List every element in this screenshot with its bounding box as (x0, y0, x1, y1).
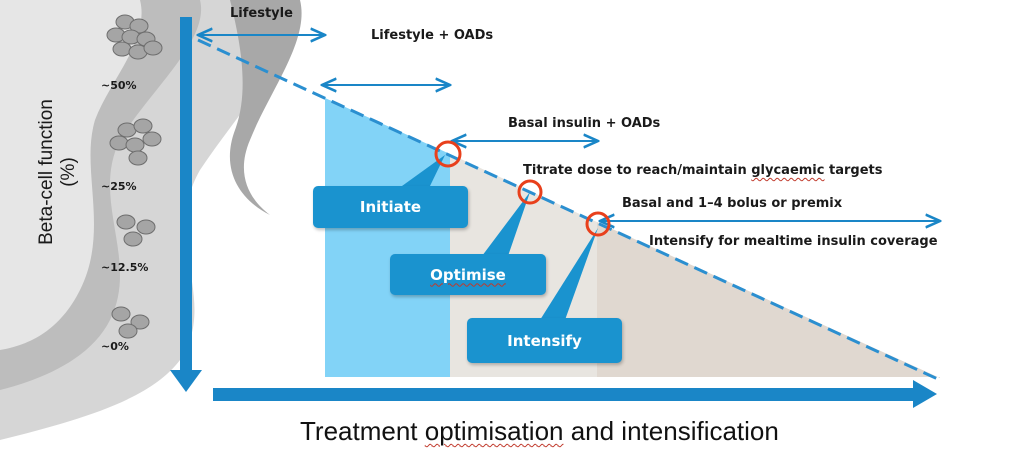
y-axis-label: Beta-cell function (%) (36, 99, 79, 245)
initiate-region (325, 98, 450, 377)
titrate-label: Titrate dose to reach/maintain glycaemic… (523, 163, 883, 178)
basal-oads-label: Basal insulin + OADs (508, 116, 661, 131)
optimise-marker (517, 179, 543, 205)
mealtime-label: Intensify for mealtime insulin coverage (649, 234, 938, 249)
background-swoosh (0, 0, 302, 440)
optimise-callout-text: Optimise (430, 265, 506, 284)
lifestyle-label: Lifestyle (230, 6, 293, 21)
x-axis-label: Treatment optimisation and intensificati… (300, 416, 779, 446)
beta-level-0: ~0% (101, 340, 129, 353)
initiate-callout: Initiate (313, 186, 468, 228)
intensify-pointer (540, 228, 598, 320)
optimise-callout: Optimise (390, 254, 546, 295)
beta-cell-cluster-25 (109, 118, 162, 166)
beta-cell-cluster-50 (106, 14, 163, 60)
intensify-callout: Intensify (467, 318, 622, 363)
beta-cell-cluster-12 (116, 214, 156, 247)
initiate-pointer (402, 155, 445, 186)
beta-level-25: ~25% (101, 180, 137, 193)
beta-level-50: ~50% (101, 79, 137, 92)
x-axis-arrow (213, 380, 937, 408)
beta-cell-cluster-0 (111, 306, 150, 339)
lifestyle-oads-label: Lifestyle + OADs (371, 28, 494, 43)
initiate-marker (434, 140, 462, 168)
optimise-pointer (482, 192, 530, 256)
basal-bolus-label: Basal and 1–4 bolus or premix (622, 196, 843, 211)
beta-level-12-5: ~12.5% (101, 261, 149, 274)
beta-cell-decline-line (197, 38, 943, 383)
intensify-marker (585, 211, 611, 237)
y-axis-arrow (170, 17, 202, 392)
